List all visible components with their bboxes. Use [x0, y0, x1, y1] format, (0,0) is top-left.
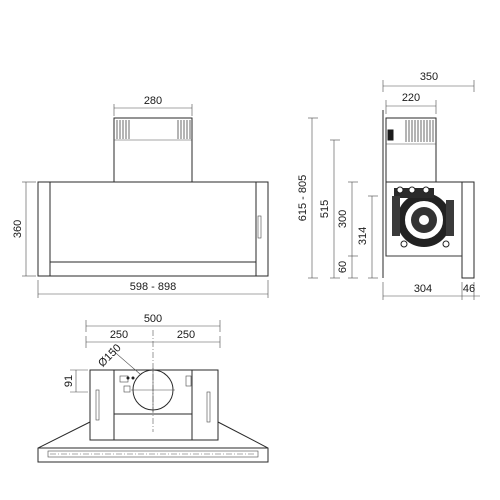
label-314: 314	[357, 227, 369, 245]
label-250-left: 250	[110, 329, 128, 341]
dim-side-314: 314	[357, 195, 378, 279]
front-handle	[257, 215, 262, 239]
front-view: 280 360 598 - 898	[12, 95, 269, 298]
dim-hood-width: 598 - 898	[37, 280, 269, 298]
dim-side-60: 60	[337, 256, 358, 279]
top-chimney-outline	[89, 369, 219, 441]
label-46: 46	[463, 283, 475, 295]
top-hood-trapezoid	[37, 421, 269, 463]
label-250-right: 250	[177, 329, 195, 341]
top-filter-strip	[47, 450, 259, 458]
dim-hood-height: 360	[12, 181, 36, 277]
dim-side-515: 515	[319, 139, 340, 279]
label-598-898: 598 - 898	[130, 281, 176, 293]
dim-side-total-height: 615 - 805	[297, 117, 318, 279]
dim-outlet-diameter: Ø150	[96, 342, 141, 375]
label-500: 500	[144, 313, 162, 325]
label-300: 300	[337, 210, 349, 228]
dim-side-bottom: 304 46	[382, 282, 480, 300]
label-60: 60	[337, 261, 349, 273]
side-chimney	[385, 117, 437, 183]
side-chimney-grille	[386, 120, 436, 145]
motor-blower-icon	[392, 186, 454, 248]
dim-top-halves: 250 250	[85, 329, 221, 348]
top-view: 500 250 250 Ø150 91	[37, 313, 269, 463]
side-front-panel	[461, 181, 475, 279]
label-350: 350	[420, 71, 438, 83]
label-220: 220	[402, 92, 420, 104]
dim-side-300: 300	[337, 181, 358, 257]
label-360: 360	[12, 220, 24, 238]
front-hood-body	[37, 181, 269, 277]
side-view: 350 220 615 - 805 515 300	[297, 71, 480, 300]
label-615-805: 615 - 805	[297, 175, 309, 221]
label-91: 91	[63, 375, 75, 387]
dim-top-total-width: 500	[85, 313, 221, 332]
front-chimney-grille	[114, 120, 192, 141]
label-515: 515	[319, 200, 331, 218]
dim-side-depth-top: 350	[382, 71, 475, 92]
dim-side-chimney-depth: 220	[385, 92, 437, 114]
chimney-bracket	[387, 129, 394, 141]
label-304: 304	[414, 283, 432, 295]
label-280: 280	[144, 95, 162, 107]
dim-top-91: 91	[63, 369, 88, 393]
dim-chimney-width: 280	[113, 95, 193, 116]
